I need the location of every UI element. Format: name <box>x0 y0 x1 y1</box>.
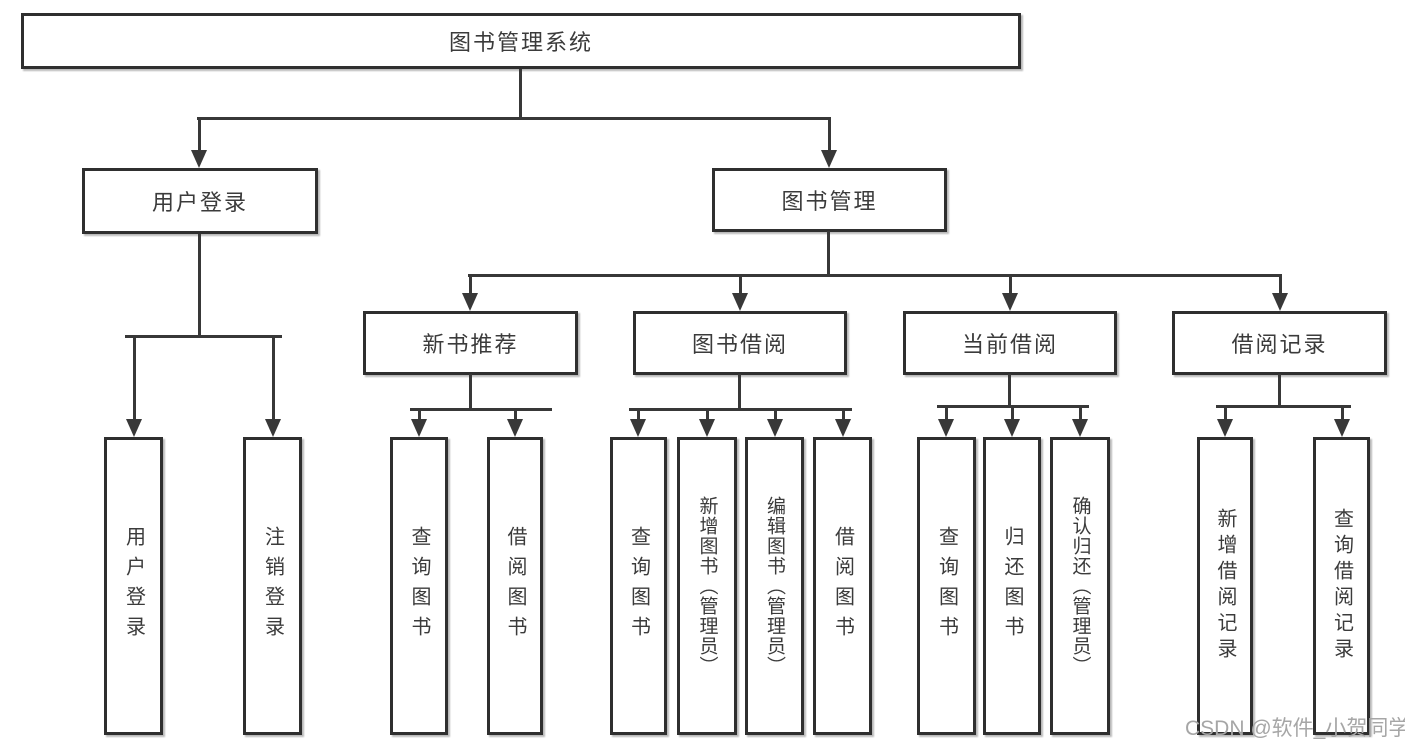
leaf-confirm-return-admin: 确认归还（管理员） <box>1050 437 1110 735</box>
node-book-borrow: 图书借阅 <box>633 311 847 375</box>
leaf-add-borrow-record: 新增借阅记录 <box>1197 437 1253 735</box>
leaf-query-borrow-record: 查询借阅记录 <box>1313 437 1370 735</box>
connector-book-management-rail <box>468 274 1282 277</box>
leaf-logout: 注销登录 <box>243 437 302 735</box>
arrow-recommend-query <box>411 408 427 437</box>
arrow-to-new-book-recommend <box>462 274 478 311</box>
connector-recommend-rail <box>410 408 552 411</box>
connector-root-stem <box>519 69 522 119</box>
arrow-to-book-management <box>821 117 837 168</box>
arrow-to-user-login <box>191 117 207 168</box>
arrow-current-confirm <box>1072 405 1088 437</box>
leaf-return-books: 归还图书 <box>983 437 1041 735</box>
arrow-records-query <box>1334 405 1350 437</box>
arrow-records-add <box>1217 405 1233 437</box>
leaf-user-login: 用户登录 <box>104 437 163 735</box>
leaf-edit-books-admin: 编辑图书（管理员） <box>745 437 804 735</box>
node-current-borrow: 当前借阅 <box>903 311 1117 375</box>
node-book-management: 图书管理 <box>712 168 947 232</box>
arrow-current-return <box>1004 405 1020 437</box>
arrow-borrow-edit <box>767 408 783 437</box>
arrow-to-borrow-records <box>1272 274 1288 311</box>
arrow-borrow-borrow <box>835 408 851 437</box>
leaf-current-query-books: 查询图书 <box>917 437 976 735</box>
arrow-recommend-borrow <box>507 408 523 437</box>
arrow-to-logout-leaf <box>265 335 281 437</box>
connector-records-rail <box>1216 405 1351 408</box>
arrow-borrow-query <box>630 408 646 437</box>
arrow-current-query <box>938 405 954 437</box>
csdn-watermark: CSDN @软件_小贺同学 <box>1185 717 1405 740</box>
connector-borrow-stem <box>738 374 741 410</box>
leaf-add-books-admin: 新增图书（管理员） <box>677 437 737 735</box>
leaf-borrow-query-books: 查询图书 <box>610 437 667 735</box>
node-borrow-records: 借阅记录 <box>1172 311 1387 375</box>
arrow-to-book-borrow <box>732 274 748 311</box>
connector-recommend-stem <box>469 374 472 410</box>
connector-borrow-rail <box>629 408 852 411</box>
node-new-book-recommend: 新书推荐 <box>363 311 578 375</box>
connector-user-login-rail <box>125 335 282 338</box>
arrow-borrow-add <box>699 408 715 437</box>
leaf-recommend-borrow-books: 借阅图书 <box>487 437 543 735</box>
connector-current-stem <box>1008 374 1011 407</box>
connector-records-stem <box>1278 374 1281 407</box>
connector-root-rail <box>197 117 831 120</box>
connector-book-management-stem <box>827 231 830 276</box>
leaf-recommend-query-books: 查询图书 <box>390 437 448 735</box>
node-library-management-system: 图书管理系统 <box>21 13 1021 69</box>
arrow-to-user-login-leaf <box>126 335 142 437</box>
node-user-login: 用户登录 <box>82 168 318 234</box>
arrow-to-current-borrow <box>1002 274 1018 311</box>
leaf-borrow-borrow-books: 借阅图书 <box>813 437 872 735</box>
connector-user-login-stem <box>198 234 201 337</box>
